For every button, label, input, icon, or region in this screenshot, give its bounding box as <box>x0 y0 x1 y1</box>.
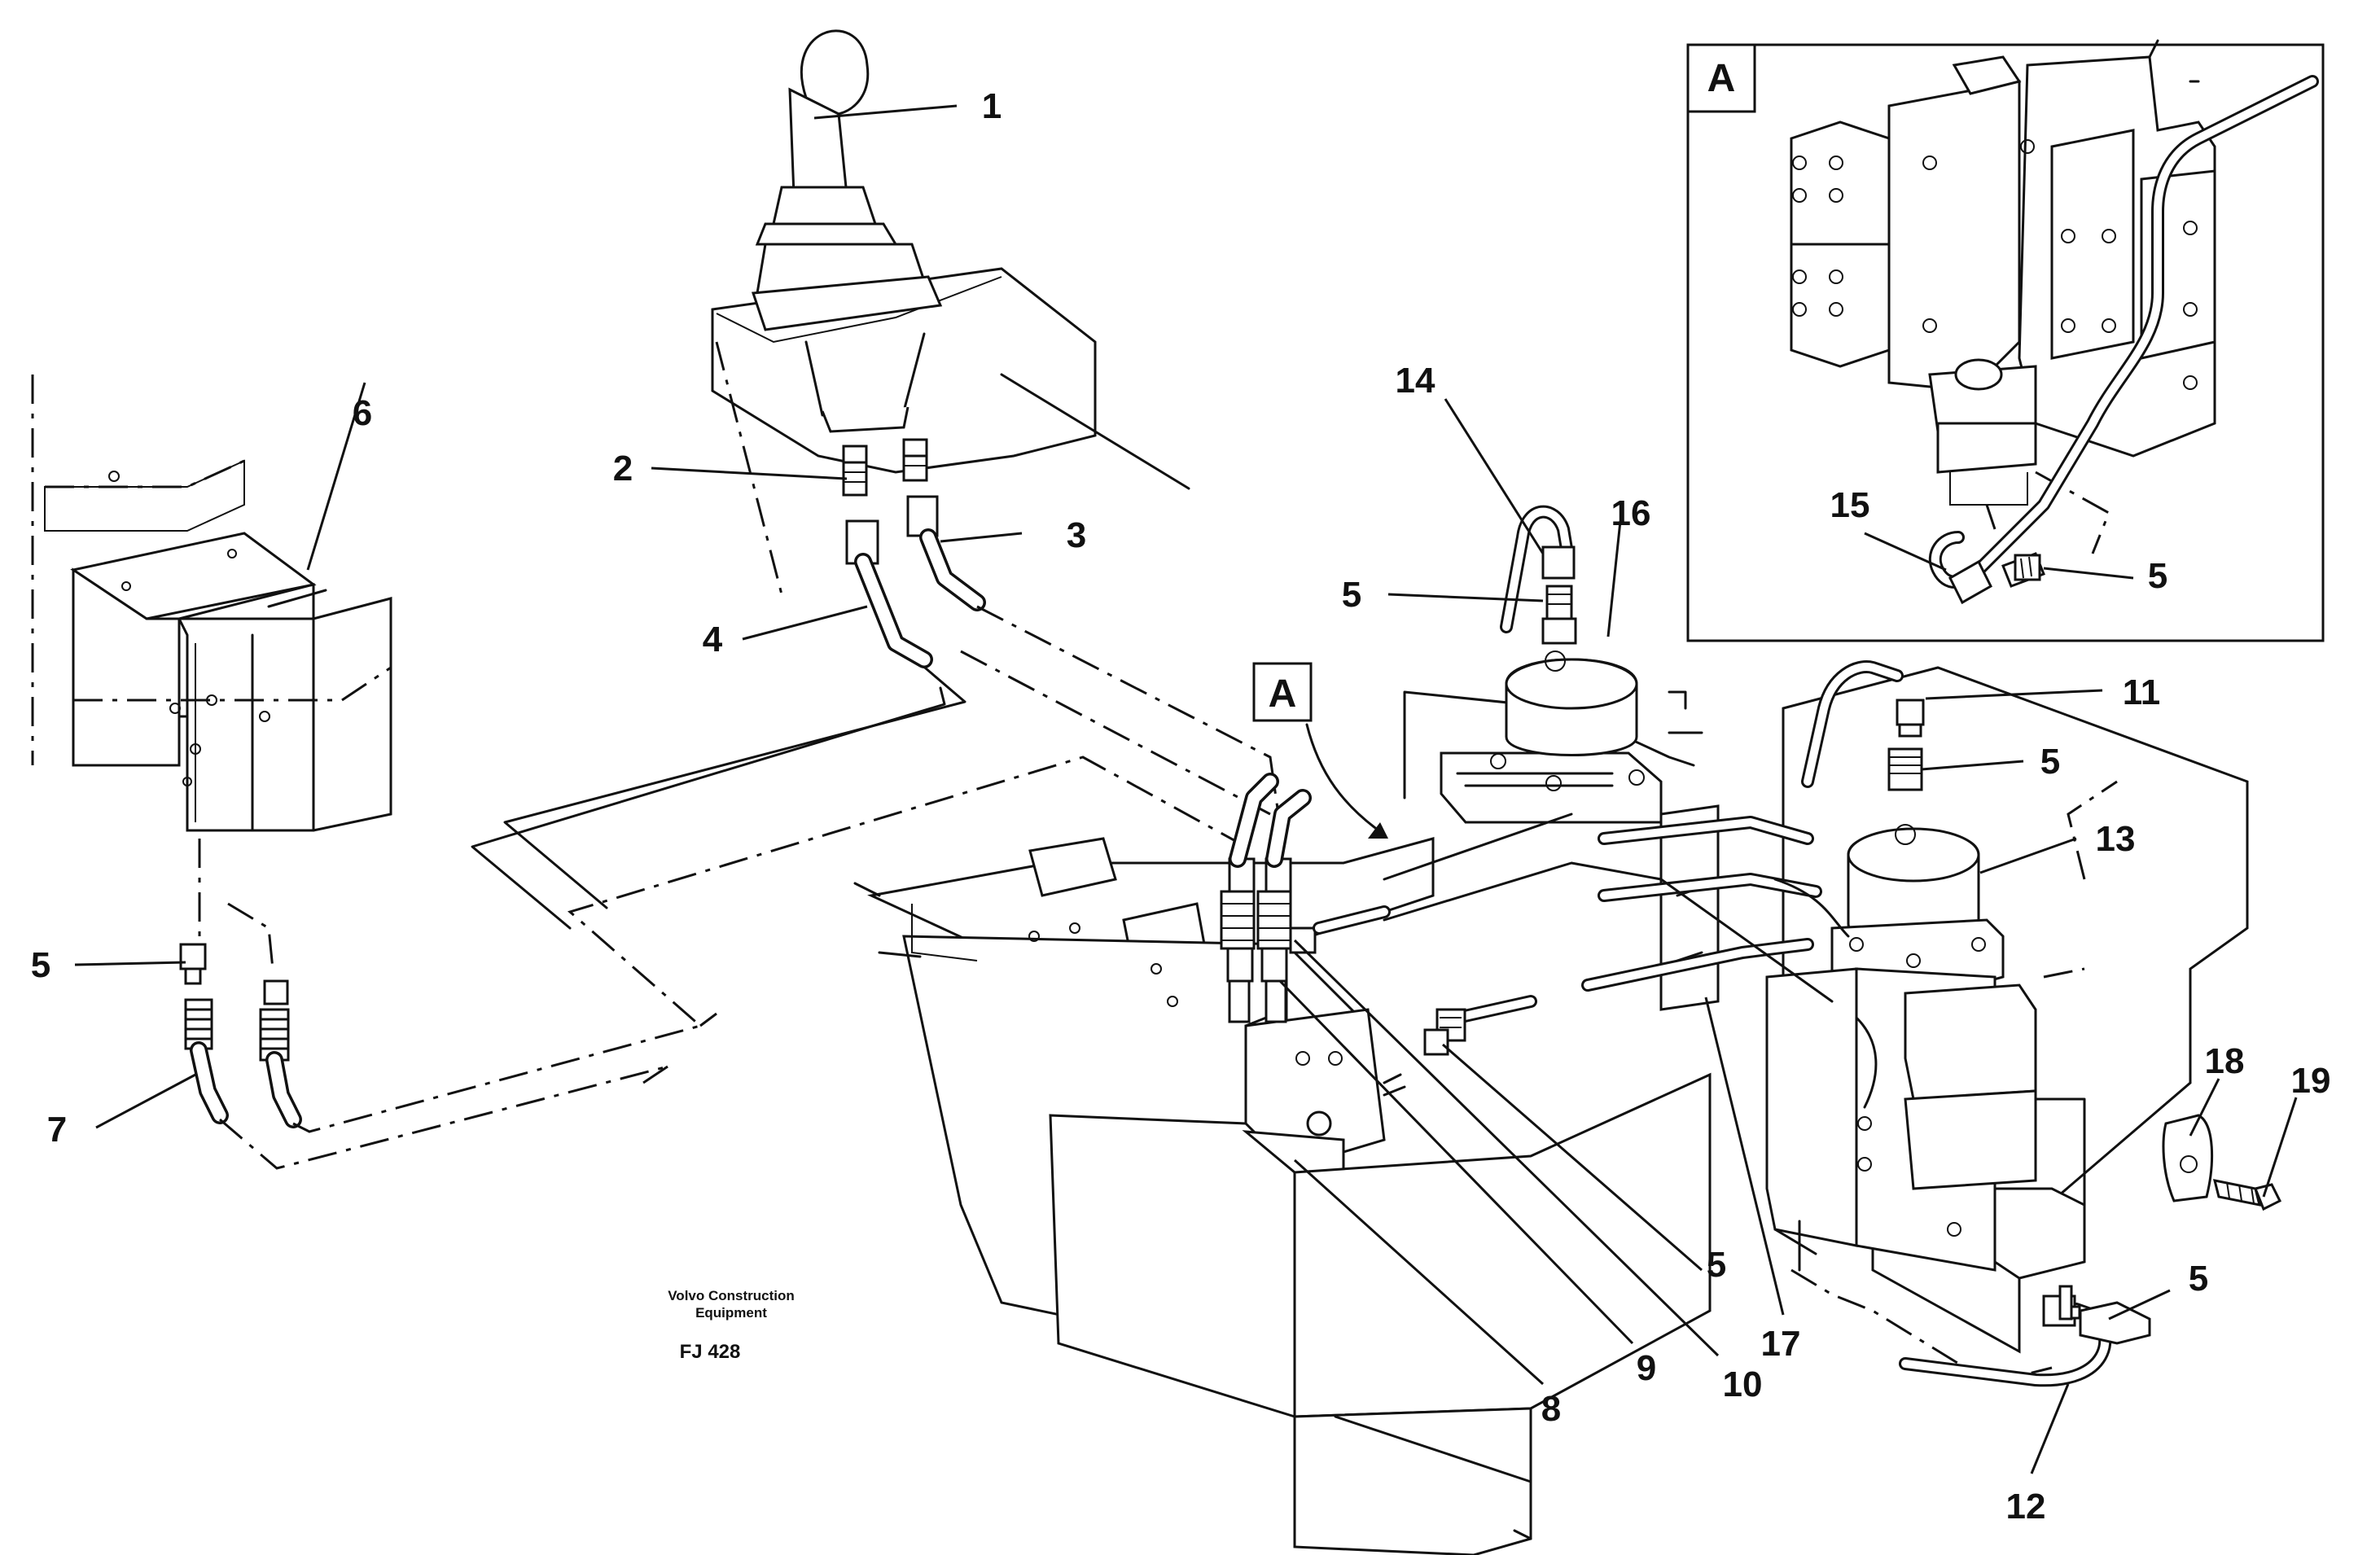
callout-5-bracket: 5 <box>31 945 50 985</box>
callout-15: 15 <box>1830 485 1870 525</box>
right-valve-drawing <box>1383 505 2282 1387</box>
callout-5-inset: 5 <box>2148 556 2167 596</box>
pilot-lines <box>219 650 1271 1170</box>
callout-4: 4 <box>703 620 723 659</box>
leader-lines <box>74 104 2298 1474</box>
callout-5-solenoid-left: 5 <box>1342 575 1361 615</box>
view-arrow-a <box>1252 662 1388 839</box>
callout-2: 2 <box>613 449 633 488</box>
callout-9: 9 <box>1637 1348 1656 1388</box>
callout-13: 13 <box>2096 819 2136 859</box>
caption-line-1: Volvo Construction <box>668 1288 795 1303</box>
callout-5-valve: 5 <box>1707 1245 1726 1285</box>
joystick-drawing <box>711 29 1280 815</box>
callout-11: 11 <box>2123 672 2161 712</box>
bracket-6-drawing <box>31 375 392 970</box>
hose-7-drawing <box>179 943 302 1128</box>
callout-14: 14 <box>1396 361 1435 401</box>
callout-5-solenoid-right: 5 <box>2040 742 2060 782</box>
callout-6: 6 <box>353 393 372 433</box>
callout-10: 10 <box>1723 1364 1763 1404</box>
inset-marker-a: A <box>1707 57 1736 100</box>
callout-16: 16 <box>1611 493 1651 533</box>
main-valve-block-drawing <box>853 773 1712 1555</box>
view-marker-a: A <box>1269 672 1297 716</box>
caption-line-2: Equipment <box>695 1305 767 1321</box>
callout-labels: 1 2 3 4 5 5 5 5 5 5 6 7 8 9 10 11 12 13 … <box>31 86 2331 1527</box>
callout-1: 1 <box>982 86 1002 126</box>
callout-19: 19 <box>2291 1061 2331 1101</box>
inset-a-drawing <box>1686 39 2325 642</box>
callout-5-pipe: 5 <box>2189 1259 2208 1299</box>
callout-18: 18 <box>2205 1041 2245 1081</box>
callout-8: 8 <box>1541 1389 1561 1429</box>
callout-3: 3 <box>1067 515 1086 555</box>
callout-12: 12 <box>2006 1487 2046 1527</box>
callout-7: 7 <box>47 1110 67 1150</box>
callout-17: 17 <box>1761 1324 1801 1364</box>
caption-code: FJ 428 <box>680 1341 741 1363</box>
